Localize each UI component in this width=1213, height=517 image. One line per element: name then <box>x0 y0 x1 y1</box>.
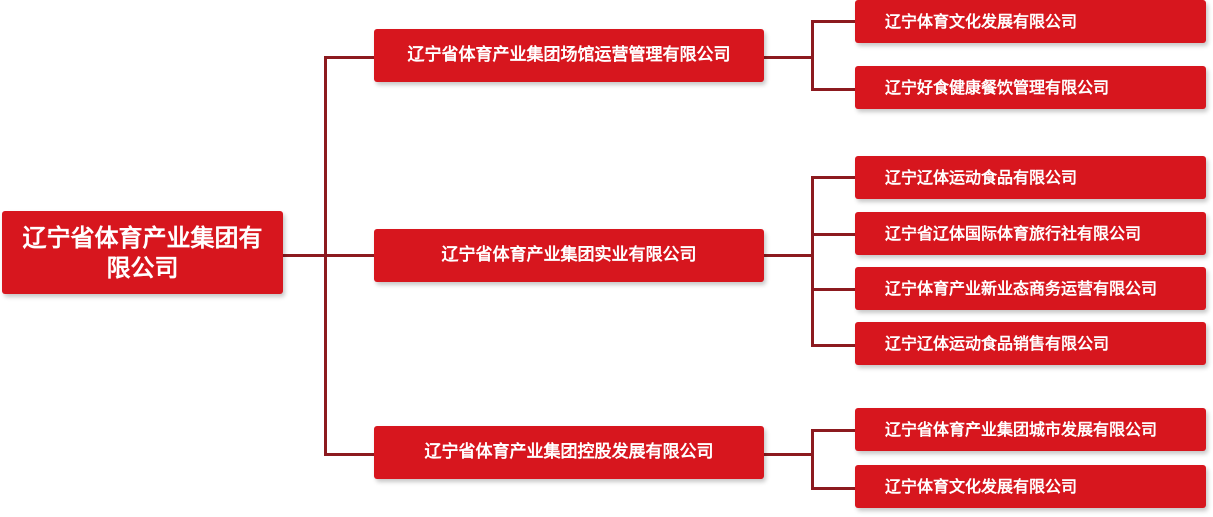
affiliate-node: 辽宁体育文化发展有限公司 <box>855 0 1206 43</box>
affiliate-label: 辽宁辽体运动食品有限公司 <box>885 167 1078 187</box>
root-company-label: 辽宁省体育产业集团有限公司 <box>22 223 263 282</box>
subsidiary-label-2: 辽宁省体育产业集团实业有限公司 <box>441 244 697 265</box>
affiliate-label: 辽宁省体育产业集团城市发展有限公司 <box>885 419 1158 439</box>
affiliate-node: 辽宁体育文化发展有限公司 <box>855 465 1206 508</box>
connector-group-2-leaf-4 <box>811 344 855 347</box>
connector-sub-2-out <box>764 254 813 257</box>
connector-group-3-leaf-1 <box>811 429 855 432</box>
connector-group-1-leaf-1 <box>811 20 855 23</box>
connector-trunk-group-3 <box>811 429 814 490</box>
subsidiary-node-1: 辽宁省体育产业集团场馆运营管理有限公司 <box>374 29 764 82</box>
subsidiary-label-3: 辽宁省体育产业集团控股发展有限公司 <box>424 441 714 462</box>
connector-group-1-leaf-2 <box>811 88 855 91</box>
subsidiary-node-3: 辽宁省体育产业集团控股发展有限公司 <box>374 426 764 479</box>
connector-to-sub-1 <box>324 56 374 59</box>
affiliate-label: 辽宁省辽体国际体育旅行社有限公司 <box>885 223 1142 243</box>
connector-trunk-group-2 <box>811 176 814 347</box>
affiliate-node: 辽宁体育产业新业态商务运营有限公司 <box>855 267 1206 310</box>
connector-trunk-group-1 <box>811 20 814 91</box>
affiliate-node: 辽宁省辽体国际体育旅行社有限公司 <box>855 212 1206 255</box>
connector-sub-1-out <box>764 56 813 59</box>
affiliate-label: 辽宁体育产业新业态商务运营有限公司 <box>885 278 1158 298</box>
affiliate-node: 辽宁辽体运动食品销售有限公司 <box>855 322 1206 365</box>
subsidiary-node-2: 辽宁省体育产业集团实业有限公司 <box>374 229 764 282</box>
connector-to-sub-2 <box>324 254 374 257</box>
affiliate-node: 辽宁省体育产业集团城市发展有限公司 <box>855 408 1206 451</box>
affiliate-label: 辽宁体育文化发展有限公司 <box>885 11 1078 31</box>
connector-to-sub-3 <box>324 453 374 456</box>
affiliate-label: 辽宁体育文化发展有限公司 <box>885 476 1078 496</box>
connector-sub-3-out <box>764 453 813 456</box>
affiliate-label: 辽宁辽体运动食品销售有限公司 <box>885 333 1110 353</box>
affiliate-node: 辽宁辽体运动食品有限公司 <box>855 156 1206 199</box>
connector-group-2-leaf-2 <box>811 233 855 236</box>
connector-group-3-leaf-2 <box>811 487 855 490</box>
connector-root-out <box>283 254 326 257</box>
affiliate-label: 辽宁好食健康餐饮管理有限公司 <box>885 77 1110 97</box>
connector-group-2-leaf-1 <box>811 176 855 179</box>
affiliate-node: 辽宁好食健康餐饮管理有限公司 <box>855 66 1206 109</box>
root-company-node: 辽宁省体育产业集团有限公司 <box>2 211 283 294</box>
subsidiary-label-1: 辽宁省体育产业集团场馆运营管理有限公司 <box>407 44 731 65</box>
connector-group-2-leaf-3 <box>811 288 855 291</box>
